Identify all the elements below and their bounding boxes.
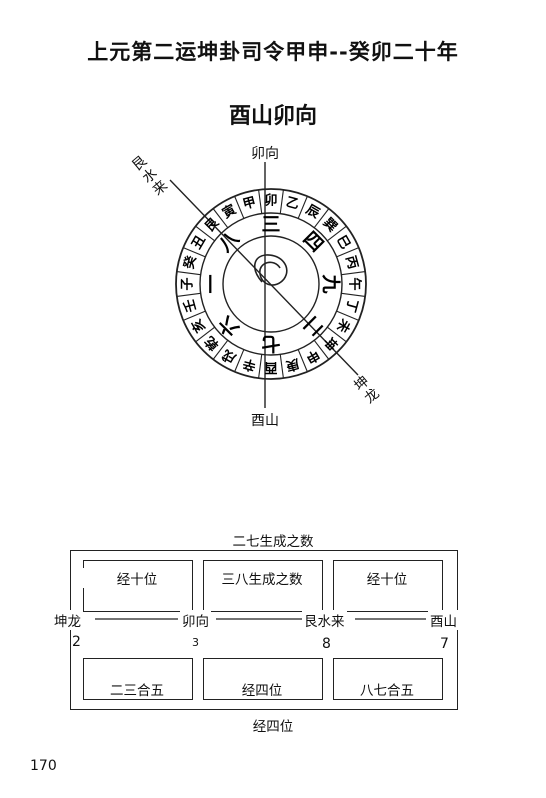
mountain-divider (183, 247, 206, 258)
page-title: 上元第二运坤卦司令甲申--癸卯二十年 (87, 40, 459, 64)
mountain-divider (336, 310, 359, 321)
diagram-bottom-label: 经四位 (252, 719, 294, 735)
luopan-compass-diagram: 卯乙辰巽巳丙午丁未坤申庚酉辛戌乾亥壬子癸丑艮寅甲 三四九二七六一八 (169, 162, 367, 408)
mountain-label: 子 (181, 277, 196, 290)
lower-box-left-label: 二三合五 (110, 683, 164, 699)
page-number: 170 (30, 758, 57, 774)
mountain-label: 丑 (189, 233, 208, 252)
mountain-label: 甲 (241, 195, 257, 213)
mountain-label: 丁 (342, 297, 360, 313)
lower-box-right-label: 八七合五 (360, 683, 414, 699)
compass-ring-2 (199, 212, 343, 356)
line-label-kun-dragon: 坤龙 (52, 610, 83, 630)
number-you: 7 (440, 636, 449, 652)
compass-ring-3 (222, 235, 320, 333)
mountain-divider (341, 292, 366, 297)
mountain-label: 巳 (333, 233, 352, 252)
flying-star-numeral: 三 (261, 214, 280, 236)
label-you-mountain: 酉山 (251, 413, 279, 429)
mountain-divider (313, 208, 330, 229)
mountain-divider (326, 225, 347, 242)
mountain-label: 酉 (264, 360, 277, 375)
mountain-divider (258, 189, 263, 214)
flying-star-numeral: 九 (320, 273, 342, 293)
mountain-divider (176, 292, 201, 297)
mountain-divider (326, 326, 347, 343)
mountain-label: 丙 (342, 254, 360, 270)
mountain-label: 壬 (181, 297, 200, 314)
label-mao-direction: 卯向 (251, 146, 279, 162)
mountain-label: 卯 (264, 193, 277, 209)
mountain-divider (212, 208, 229, 229)
compass-rings (175, 188, 367, 380)
number-gen: 8 (322, 636, 331, 652)
mountain-divider (297, 349, 308, 372)
flying-star-numeral: 七 (261, 333, 280, 355)
line-label-mao-direction: 卯向 (180, 610, 211, 630)
mountain-label: 癸 (181, 253, 200, 272)
sub-title: 酉山卯向 (228, 104, 317, 129)
lower-box-right (333, 658, 443, 700)
mountain-label: 辛 (241, 355, 258, 374)
upper-box-right (333, 560, 443, 612)
upper-box-middle-label: 三八生成之数 (221, 572, 303, 588)
number-kun: 2 (72, 634, 81, 650)
mountain-divider (195, 326, 216, 343)
mountain-divider (176, 271, 201, 276)
mountain-divider (234, 349, 245, 372)
upper-box-middle (203, 560, 323, 612)
lower-box-left (83, 658, 193, 700)
mountain-divider (297, 196, 308, 219)
taiji-swirl-icon (254, 254, 288, 286)
mountain-divider (212, 339, 229, 360)
line-label-gen-water: 艮水来 (302, 610, 347, 630)
mountain-divider (279, 189, 284, 214)
mountain-divider (336, 247, 359, 258)
lower-box-middle (203, 658, 323, 700)
mountain-label: 乙 (284, 195, 300, 213)
mountain-divider (313, 339, 330, 360)
mountain-divider (341, 271, 366, 276)
diagram-top-label: 二七生成之数 (232, 534, 314, 550)
lower-box-middle-label: 经四位 (241, 683, 283, 699)
mountain-divider (234, 196, 245, 219)
gen-kun-axis-line (169, 179, 359, 376)
number-mao: 3 (192, 636, 199, 649)
outer-frame (70, 550, 458, 710)
upper-box-left-label: 经十位 (83, 568, 191, 588)
mountain-label: 庚 (284, 355, 301, 374)
mountain-divider (195, 225, 216, 242)
line-label-you-mountain: 酉山 (428, 610, 459, 630)
flying-star-numeral: 一 (201, 274, 223, 293)
compass-ring-1 (175, 188, 367, 380)
mountain-divider (258, 354, 263, 379)
mountain-divider (279, 354, 284, 379)
upper-box-right-label: 经十位 (366, 572, 408, 588)
mountain-divider (183, 310, 206, 321)
mountain-label: 午 (347, 277, 363, 290)
